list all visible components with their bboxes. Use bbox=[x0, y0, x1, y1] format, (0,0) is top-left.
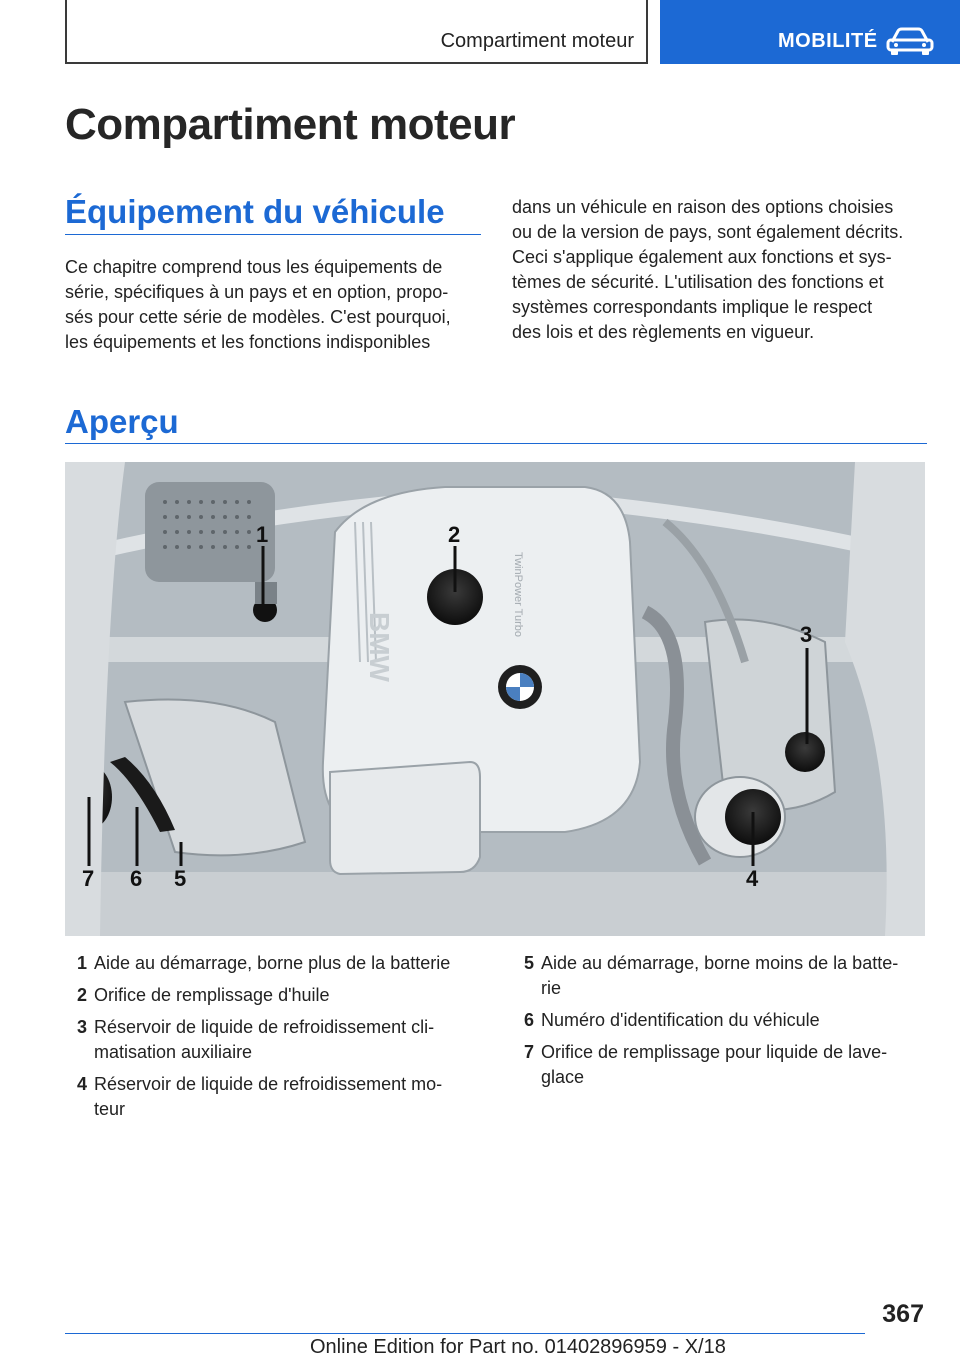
legend-item: 3 Réservoir de liquide de refroidissemen… bbox=[65, 1015, 485, 1065]
equipment-heading-rule bbox=[65, 234, 481, 235]
overview-heading: Aperçu bbox=[65, 403, 179, 440]
text-line: ou de la version de pays, sont également… bbox=[512, 222, 904, 242]
text-line: série, spécifiques à un pays et en optio… bbox=[65, 282, 449, 302]
overview-heading-rule bbox=[65, 443, 927, 444]
text-line: sés pour cette série de modèles. C'est p… bbox=[65, 307, 451, 327]
legend-text: matisation auxiliaire bbox=[94, 1042, 253, 1062]
equipment-text-right: dans un véhicule en raison des options c… bbox=[512, 195, 932, 345]
chapter-tab-label: Compartiment moteur bbox=[440, 30, 634, 52]
legend-number: 6 bbox=[523, 1010, 534, 1030]
callout-6: 6 bbox=[130, 866, 142, 891]
legend-left: 1 Aide au démarrage, borne plus de la ba… bbox=[65, 951, 485, 1129]
footer-rule bbox=[65, 1333, 865, 1334]
legend-text: glace bbox=[541, 1067, 585, 1087]
legend-text: Numéro d'identification du véhicule bbox=[541, 1010, 820, 1030]
brand-text: BMW bbox=[364, 612, 395, 683]
engine-compartment-image: BMW TwinPower Turbo bbox=[65, 462, 925, 936]
legend-number: 3 bbox=[76, 1017, 87, 1037]
legend-right: 5 Aide au démarrage, borne moins de la b… bbox=[512, 951, 932, 1097]
legend-text: Réservoir de liquide de refroidissement … bbox=[94, 1074, 443, 1094]
text-line: Ceci s'applique également aux fonctions … bbox=[512, 247, 892, 267]
page-title: Compartiment moteur bbox=[65, 100, 516, 149]
legend-text: Orifice de remplissage pour liquide de l… bbox=[541, 1042, 888, 1062]
legend-text: Aide au démarrage, borne moins de la bat… bbox=[541, 953, 899, 973]
text-line: des lois et des règlements en vigueur. bbox=[512, 322, 815, 342]
engine-cover-text: TwinPower Turbo bbox=[512, 552, 524, 637]
text-line: les équipements et les fonctions indispo… bbox=[65, 332, 431, 352]
chapter-tab: Compartiment moteur bbox=[65, 0, 648, 64]
callout-5: 5 bbox=[174, 866, 186, 891]
legend-item: 2 Orifice de remplissage d'huile bbox=[65, 983, 485, 1008]
text-line: Ce chapitre comprend tous les équipement… bbox=[65, 257, 443, 277]
callout-4: 4 bbox=[746, 866, 759, 891]
legend-number: 1 bbox=[76, 953, 87, 973]
legend-number: 7 bbox=[523, 1042, 534, 1062]
legend-text: Orifice de remplissage d'huile bbox=[94, 985, 330, 1005]
legend-item: 5 Aide au démarrage, borne moins de la b… bbox=[512, 951, 932, 1001]
legend-text: Aide au démarrage, borne plus de la batt… bbox=[94, 953, 451, 973]
section-banner: MOBILITÉ bbox=[660, 0, 960, 64]
page-number: 367 bbox=[882, 1300, 924, 1328]
footer-edition-text: Online Edition for Part no. 01402896959 … bbox=[310, 1336, 726, 1358]
car-icon bbox=[886, 27, 934, 55]
callout-1: 1 bbox=[256, 522, 268, 547]
text-line: tèmes de sécurité. L'utilisation des fon… bbox=[512, 272, 884, 292]
text-line: dans un véhicule en raison des options c… bbox=[512, 197, 894, 217]
text-line: systèmes correspondants implique le resp… bbox=[512, 297, 873, 317]
callout-2: 2 bbox=[448, 522, 460, 547]
legend-number: 4 bbox=[76, 1074, 87, 1094]
legend-item: 1 Aide au démarrage, borne plus de la ba… bbox=[65, 951, 485, 976]
callout-7: 7 bbox=[82, 866, 94, 891]
legend-text: Réservoir de liquide de refroidissement … bbox=[94, 1017, 435, 1037]
legend-item: 4 Réservoir de liquide de refroidissemen… bbox=[65, 1072, 485, 1122]
section-label: MOBILITÉ bbox=[778, 30, 878, 52]
legend-number: 5 bbox=[523, 953, 534, 973]
callout-3: 3 bbox=[800, 622, 812, 647]
legend-item: 7 Orifice de remplissage pour liquide de… bbox=[512, 1040, 932, 1090]
legend-item: 6 Numéro d'identification du véhicule bbox=[512, 1008, 932, 1033]
equipment-text-left: Ce chapitre comprend tous les équipement… bbox=[65, 255, 485, 355]
legend-number: 2 bbox=[76, 985, 87, 1005]
equipment-heading: Équipement du véhicule bbox=[65, 193, 445, 230]
legend-text: teur bbox=[94, 1099, 126, 1119]
legend-text: rie bbox=[541, 978, 562, 998]
